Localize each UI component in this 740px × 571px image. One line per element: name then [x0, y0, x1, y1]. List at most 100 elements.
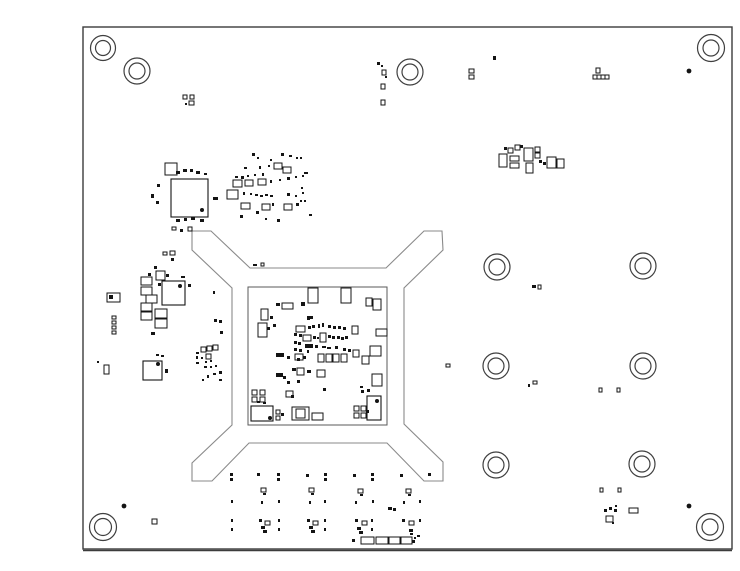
component-footprint — [204, 366, 207, 368]
component-footprint — [367, 389, 370, 392]
fiducial-dot — [686, 68, 692, 74]
component-footprint — [283, 203, 293, 211]
component-footprint — [140, 311, 153, 321]
component-footprint — [235, 176, 238, 178]
component-footprint — [278, 528, 280, 531]
component-footprint — [311, 412, 324, 421]
component-footprint — [287, 356, 290, 359]
mounting-hole-inner-ring — [487, 357, 505, 375]
component-footprint — [292, 368, 296, 371]
component-footprint — [312, 325, 315, 328]
component-footprint — [213, 291, 215, 294]
component-footprint — [294, 348, 297, 351]
component-footprint — [327, 347, 331, 349]
component-footprint — [360, 412, 367, 419]
component-footprint — [196, 362, 199, 364]
component-footprint — [188, 100, 195, 106]
component-footprint — [256, 211, 259, 214]
component-footprint — [165, 369, 168, 373]
component-footprint — [309, 526, 313, 529]
component-footprint — [278, 519, 280, 522]
component-footprint — [287, 193, 290, 196]
component-footprint — [341, 337, 344, 340]
heatsink-bracket-outline — [191, 230, 444, 482]
component-footprint — [151, 194, 154, 198]
component-footprint — [408, 520, 415, 526]
component-footprint — [263, 493, 266, 495]
component-footprint — [300, 200, 302, 202]
component-footprint — [261, 203, 271, 211]
mounting-hole-outer-ring — [628, 450, 656, 478]
component-footprint — [343, 327, 346, 330]
component-footprint — [307, 316, 310, 320]
component-footprint — [219, 379, 222, 381]
component-footprint — [333, 326, 336, 329]
component-footprint — [388, 507, 392, 510]
component-footprint — [154, 308, 168, 319]
component-footprint — [226, 189, 239, 200]
component-footprint — [291, 395, 294, 398]
component-footprint — [185, 103, 187, 105]
component-footprint — [270, 159, 272, 161]
ic-footprint — [161, 280, 186, 306]
component-footprint — [210, 360, 212, 362]
component-footprint — [270, 316, 273, 319]
mounting-hole-inner-ring — [94, 39, 112, 57]
component-footprint — [311, 493, 314, 495]
component-footprint — [507, 147, 514, 154]
component-footprint — [156, 354, 159, 356]
component-footprint — [259, 396, 266, 403]
component-footprint — [408, 494, 411, 496]
component-footprint — [355, 501, 357, 504]
component-footprint — [371, 519, 373, 522]
component-footprint — [468, 74, 475, 80]
component-footprint — [257, 473, 260, 476]
component-footprint — [417, 535, 420, 537]
component-footprint — [275, 409, 281, 415]
component-footprint — [523, 147, 534, 162]
component-footprint — [155, 270, 166, 281]
component-footprint — [257, 157, 259, 159]
component-footprint — [295, 176, 297, 178]
component-footprint — [400, 536, 413, 545]
component-footprint — [534, 152, 541, 159]
component-footprint — [259, 519, 262, 522]
component-footprint — [365, 297, 373, 307]
component-footprint — [351, 325, 359, 335]
component-footprint — [183, 169, 187, 172]
component-footprint — [219, 320, 222, 323]
ic-footprint — [366, 395, 382, 421]
component-footprint — [445, 363, 451, 368]
component-footprint — [111, 330, 117, 335]
component-footprint — [380, 83, 386, 90]
component-footprint — [328, 335, 331, 338]
component-footprint — [282, 166, 292, 174]
component-footprint — [201, 357, 203, 359]
component-footprint — [277, 478, 280, 481]
component-footprint — [188, 284, 191, 287]
component-footprint — [247, 175, 249, 177]
component-footprint — [419, 500, 421, 503]
component-footprint — [213, 373, 216, 375]
component-footprint — [187, 226, 193, 232]
component-footprint — [322, 323, 324, 327]
mounting-hole-inner-ring — [701, 518, 719, 536]
mounting-hole-outer-ring — [396, 58, 424, 86]
component-footprint — [285, 390, 294, 398]
component-footprint — [106, 292, 121, 303]
component-footprint — [309, 214, 312, 216]
component-footprint — [303, 356, 306, 359]
component-footprint — [409, 529, 413, 532]
component-footprint — [162, 251, 168, 256]
component-footprint — [275, 415, 281, 421]
component-footprint — [514, 144, 521, 151]
ic-footprint — [250, 405, 274, 422]
mounting-hole-outer-ring — [483, 253, 511, 281]
component-footprint — [604, 509, 607, 512]
component-footprint — [257, 401, 260, 403]
component-footprint — [276, 303, 280, 306]
ic-pin1-dot — [200, 208, 204, 212]
component-footprint — [191, 217, 195, 220]
component-footprint — [301, 187, 303, 189]
component-footprint — [614, 509, 617, 512]
